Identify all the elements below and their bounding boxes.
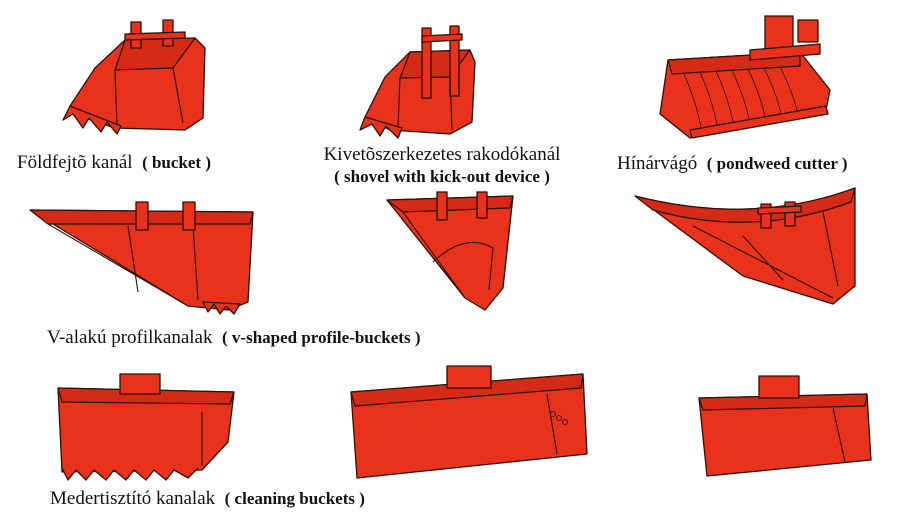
- cleaning-bucket-large-illustration: [347, 362, 592, 482]
- caption-hu: Medertisztító kanalak: [50, 488, 216, 509]
- kickout-shovel-illustration: [350, 22, 500, 147]
- caption-en: ( shovel with kick-out device ): [334, 167, 550, 186]
- caption-kickout-shovel: Kivetõszerkezetes rakodókanál ( shovel w…: [292, 145, 592, 186]
- cleaning-bucket-medium-illustration: [695, 372, 875, 482]
- caption-en: ( pondweed cutter ): [706, 154, 848, 173]
- v-profile-bucket-large-illustration: [633, 186, 863, 311]
- caption-en: ( v-shaped profile-buckets ): [222, 328, 421, 347]
- bucket-illustration: [55, 18, 215, 143]
- v-profile-bucket-narrow-illustration: [385, 191, 520, 317]
- caption-hu: Földfejtõ kanál: [17, 152, 133, 173]
- v-profile-bucket-wide-illustration: [28, 201, 258, 317]
- caption-hu: Kivetõszerkezetes rakodókanál: [323, 144, 561, 165]
- caption-en: ( cleaning buckets ): [224, 489, 365, 508]
- caption-bucket: Földfejtõ kanál ( bucket ): [17, 153, 211, 172]
- caption-hu: Hínárvágó: [617, 153, 698, 174]
- caption-pondweed-cutter: Hínárvágó ( pondweed cutter ): [617, 154, 848, 173]
- caption-hu: V-alakú profilkanalak: [47, 327, 213, 348]
- pondweed-cutter-illustration: [650, 10, 850, 145]
- caption-cleaning-buckets: Medertisztító kanalak ( cleaning buckets…: [50, 489, 365, 508]
- caption-en: ( bucket ): [142, 153, 212, 172]
- caption-v-profile-buckets: V-alakú profilkanalak ( v-shaped profile…: [47, 328, 421, 347]
- cleaning-bucket-small-illustration: [52, 372, 242, 482]
